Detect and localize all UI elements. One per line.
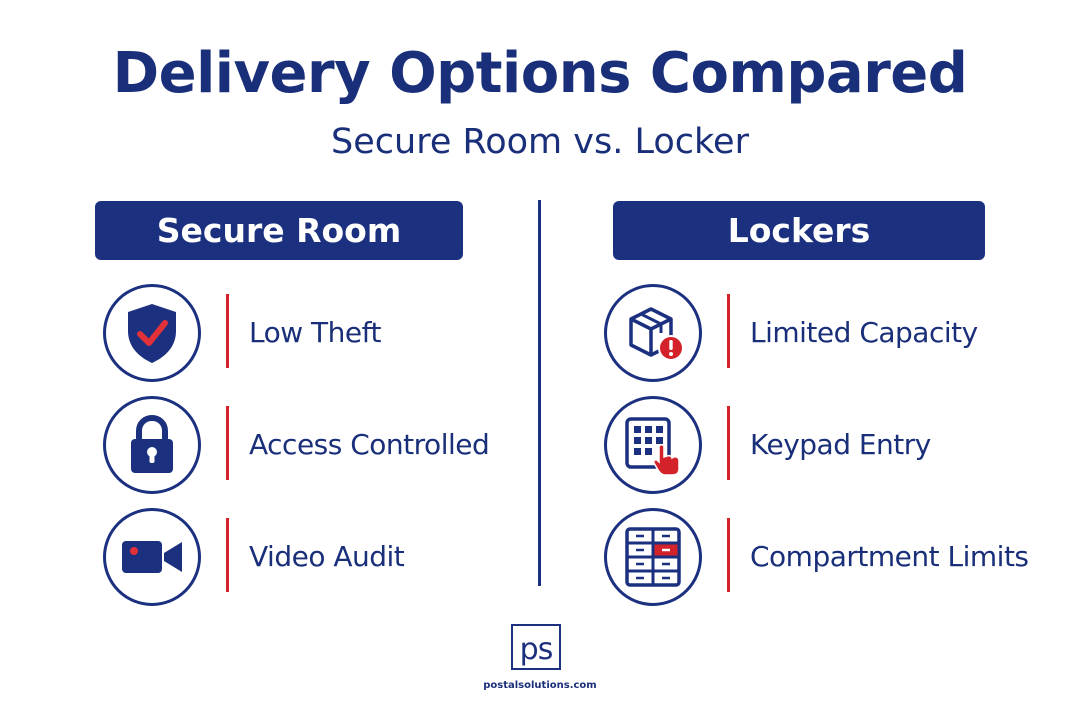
keypad-touch-icon (604, 396, 702, 494)
ps-logo: ps (511, 624, 561, 670)
shield-check-icon (103, 284, 201, 382)
page-subtitle: Secure Room vs. Locker (331, 122, 749, 162)
lockers-header: Lockers (613, 201, 985, 260)
item-label: Limited Capacity (750, 316, 978, 349)
box-alert-icon (604, 284, 702, 382)
video-camera-icon (103, 508, 201, 606)
padlock-icon (103, 396, 201, 494)
red-accent-bar (727, 406, 730, 480)
item-label: Compartment Limits (750, 540, 1029, 573)
item-label: Keypad Entry (750, 428, 931, 461)
page-title: Delivery Options Compared (112, 41, 968, 106)
secure-room-header: Secure Room (95, 201, 463, 260)
item-label: Access Controlled (249, 428, 490, 461)
item-label: Low Theft (249, 316, 381, 349)
red-accent-bar (727, 294, 730, 368)
column-divider (538, 200, 541, 586)
red-accent-bar (226, 518, 229, 592)
item-label: Video Audit (249, 540, 405, 573)
red-accent-bar (226, 406, 229, 480)
red-accent-bar (226, 294, 229, 368)
logo-url: postalsolutions.com (483, 680, 597, 691)
red-accent-bar (727, 518, 730, 592)
locker-grid-icon (604, 508, 702, 606)
